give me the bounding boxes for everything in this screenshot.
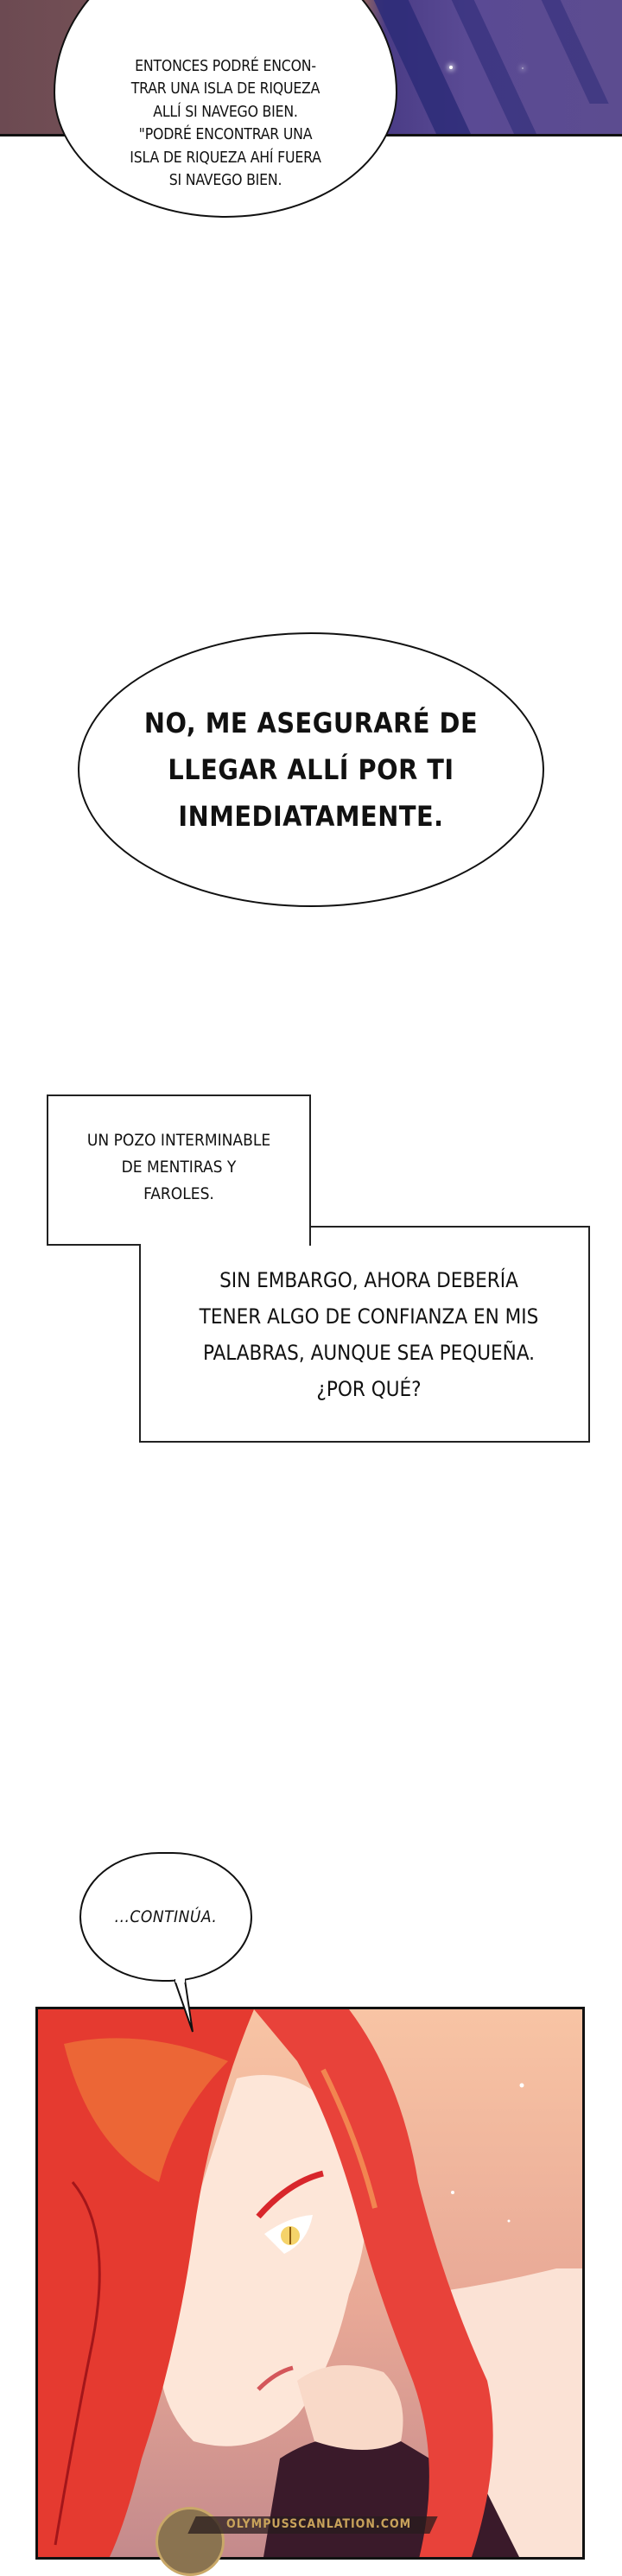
- narration-box-2-text: Sin embargo, ahora debería tener algo de…: [199, 1267, 539, 1401]
- narration-box-divider: [47, 1244, 141, 1246]
- character-illustration: [38, 2009, 582, 2557]
- speech-bubble-2-text: No, me aseguraré de llegar allí por ti i…: [143, 707, 479, 833]
- speech-bubble-3-tail: [175, 1978, 194, 2033]
- robe-fold: [533, 0, 609, 104]
- speech-bubble-2: No, me aseguraré de llegar allí por ti i…: [78, 632, 544, 907]
- narration-box-2: Sin embargo, ahora debería tener algo de…: [139, 1226, 590, 1443]
- speech-bubble-1-text: Entonces podré encon- trar una isla de r…: [130, 57, 321, 190]
- speech-bubble-1: Entonces podré encon- trar una isla de r…: [54, 0, 397, 218]
- sparkle: [449, 66, 453, 69]
- narration-box-1-text: Un pozo interminable de mentiras y farol…: [86, 1131, 271, 1203]
- speech-bubble-3-text: ...continúa.: [114, 1907, 218, 1926]
- bottom-panel-artwork: [35, 2007, 585, 2560]
- narration-box-1: Un pozo interminable de mentiras y farol…: [47, 1094, 311, 1246]
- speech-bubble-3: ...continúa.: [79, 1852, 252, 1982]
- sparkle: [522, 67, 524, 69]
- watermark-text: OLYMPUSSCANLATION.COM: [226, 2517, 412, 2531]
